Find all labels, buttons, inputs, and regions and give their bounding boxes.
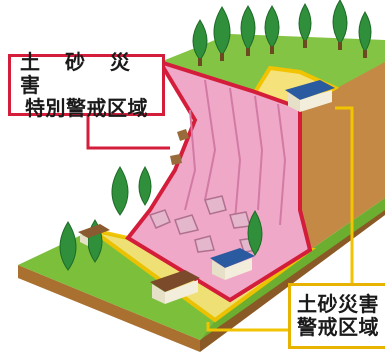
house-icon xyxy=(285,80,335,112)
warning-zone-leader-lower xyxy=(206,322,288,332)
special-zone-label-line1: 土 砂 災 害 xyxy=(20,49,139,97)
falling-rock-icon xyxy=(170,129,189,165)
cliff-striations xyxy=(184,79,287,226)
soil-front-face xyxy=(18,265,200,352)
special-zone-label-line2: 特別警戒区域 xyxy=(25,95,148,120)
warning-zone-label: 土砂災害 警戒区域 xyxy=(288,283,385,349)
warning-zone-label-line1: 土砂災害 xyxy=(297,292,379,316)
warning-zone-leader-upper xyxy=(335,106,354,285)
special-zone-leader xyxy=(86,116,170,150)
house-icon xyxy=(78,224,110,246)
warning-zone-label-line2: 警戒区域 xyxy=(297,315,379,339)
special-zone-label: 土 砂 災 害 特別警戒区域 xyxy=(8,49,165,119)
tree-icon xyxy=(192,0,372,61)
house-icon xyxy=(210,248,255,280)
special-zone-cliff xyxy=(125,58,313,303)
lower-ground-right xyxy=(200,198,385,340)
house-icon xyxy=(150,270,200,304)
tree-trunks xyxy=(198,40,367,66)
boulder-icon xyxy=(148,195,259,253)
